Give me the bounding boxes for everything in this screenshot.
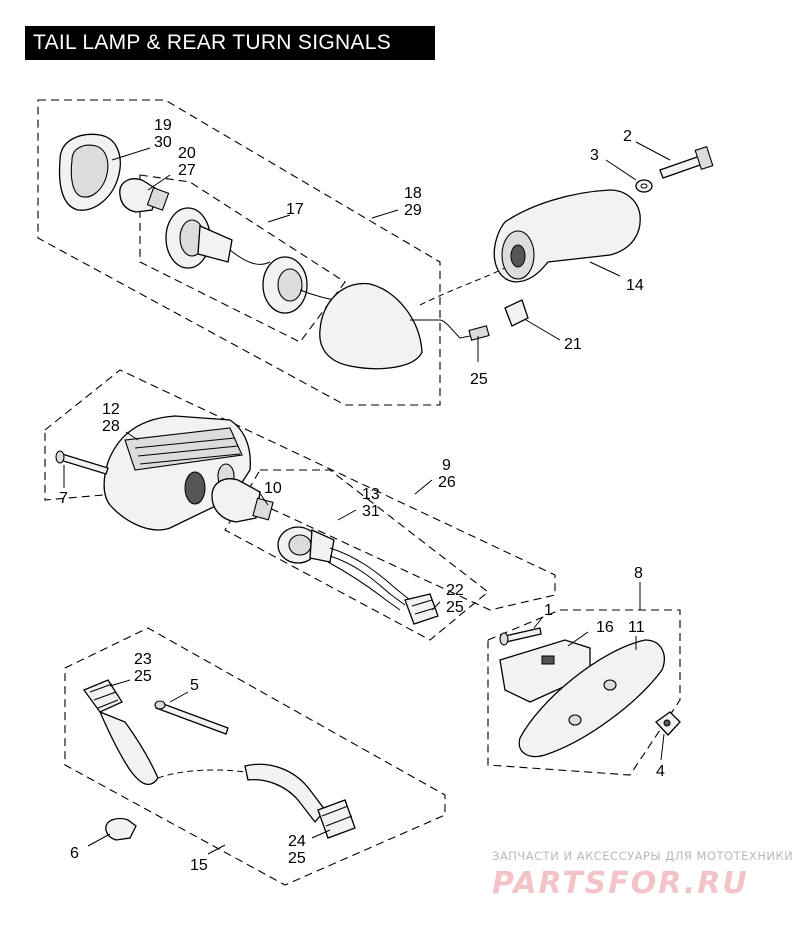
turn-signal-lens-part [319, 282, 490, 370]
callout-26: 26 [438, 474, 456, 491]
socket-part [165, 207, 271, 269]
callout-25-harness-upper: 25 [134, 668, 152, 685]
callout-17: 17 [286, 201, 304, 218]
watermark-caption: ЗАПЧАСТИ И АКСЕССУАРЫ ДЛЯ МОТОТЕХНИКИ [492, 849, 793, 863]
callout-28: 28 [102, 418, 120, 435]
callout-15: 15 [190, 857, 208, 874]
lens-ring-part [58, 133, 121, 211]
license-lamp-part [518, 639, 665, 758]
callout-12: 12 [102, 401, 120, 418]
callout-25-harness-lower: 25 [288, 850, 306, 867]
harness-connector-lower-part [317, 799, 356, 839]
callout-31: 31 [362, 503, 380, 520]
tail-socket-part [277, 526, 411, 611]
callout-24: 24 [288, 833, 306, 850]
frame-turn-signal-group [37, 99, 441, 406]
connector-clip-part [504, 299, 529, 327]
frame-rear-lighting-group [487, 609, 681, 776]
callout-7: 7 [59, 490, 68, 507]
callout-29: 29 [404, 202, 422, 219]
callout-27: 27 [178, 162, 196, 179]
callout-5: 5 [190, 677, 199, 694]
callout-23: 23 [134, 651, 152, 668]
callout-22: 22 [446, 582, 464, 599]
callout-10: 10 [264, 480, 282, 497]
callout-19: 19 [154, 117, 172, 134]
bulb-part [119, 178, 170, 213]
callout-9: 9 [442, 457, 451, 474]
callout-4: 4 [656, 763, 665, 780]
screw-part [55, 450, 109, 475]
callout-6: 6 [70, 845, 79, 862]
callout-16: 16 [596, 619, 614, 636]
watermark-logo: PARTSFOR.RU [492, 866, 749, 901]
callout-2: 2 [623, 128, 632, 145]
callout-21: 21 [564, 336, 582, 353]
leader-lines [63, 141, 671, 855]
callout-3: 3 [590, 147, 599, 164]
callout-25-top: 25 [470, 371, 488, 388]
callout-25-mid: 25 [446, 599, 464, 616]
turn-signal-housing-part [493, 189, 641, 283]
clip-part [105, 817, 137, 841]
nut-part [655, 711, 681, 736]
frame-tail-lamp-group [44, 369, 556, 611]
callout-8: 8 [634, 565, 643, 582]
tail-bulb-part [211, 478, 274, 523]
washer-part [635, 179, 653, 193]
frame-bulb-socket-group [139, 174, 346, 343]
grommet-part [262, 256, 346, 314]
callout-11: 11 [628, 619, 645, 636]
frame-harness-group [64, 627, 446, 886]
callout-18: 18 [404, 185, 422, 202]
callout-1: 1 [544, 602, 553, 619]
tail-connector-part [404, 593, 439, 625]
callout-20: 20 [178, 145, 196, 162]
harness-connector-upper-part [82, 679, 123, 713]
mount-screw-part [499, 627, 542, 646]
page-title: TAIL LAMP & REAR TURN SIGNALS [25, 26, 435, 60]
bolt-part [659, 145, 714, 179]
callout-14: 14 [626, 277, 644, 294]
callout-30: 30 [154, 134, 172, 151]
cable-strap-part [154, 700, 229, 735]
callout-13: 13 [362, 486, 380, 503]
